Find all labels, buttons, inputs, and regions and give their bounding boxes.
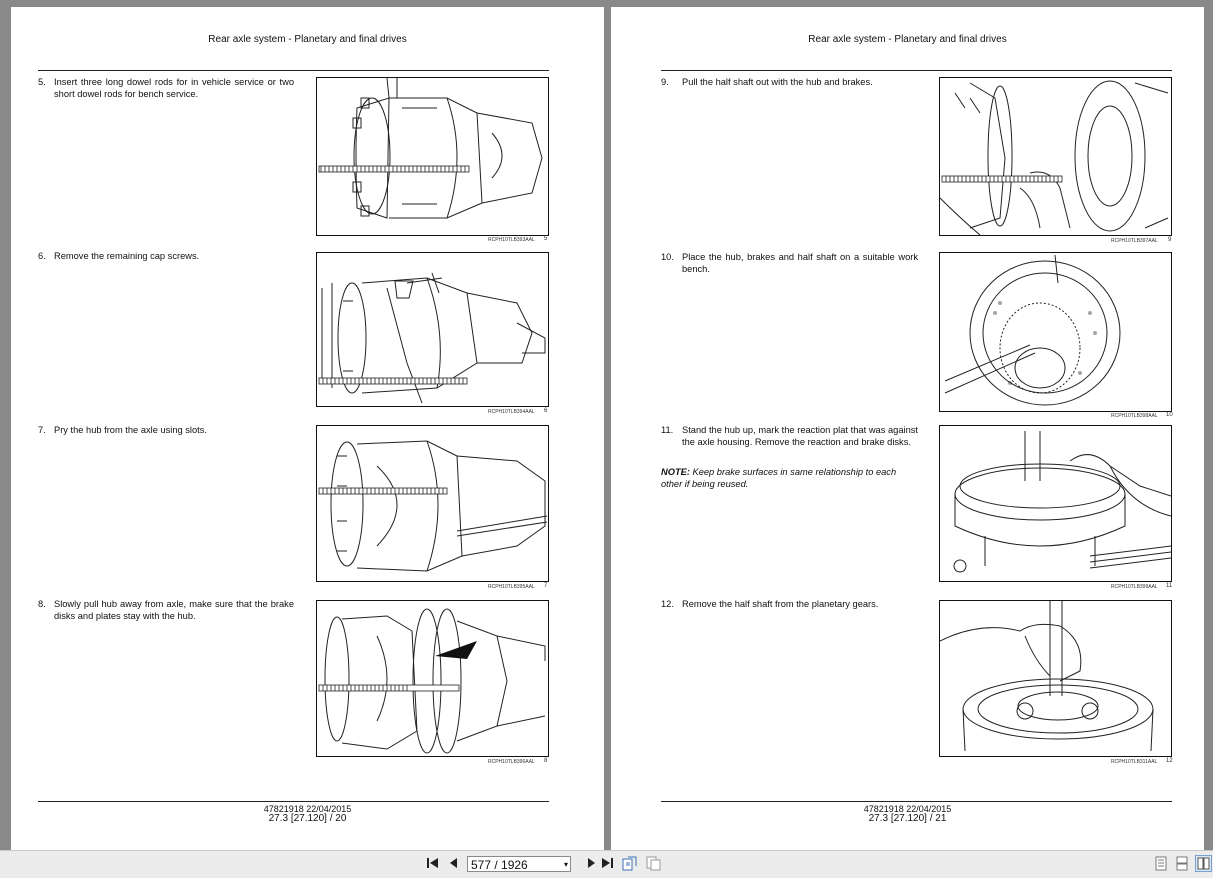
figure-number: 11 bbox=[1166, 583, 1173, 589]
step-text: Stand the hub up, mark the reaction plat… bbox=[682, 425, 918, 447]
figure-number: 12 bbox=[1166, 758, 1173, 764]
figure-5-illustration bbox=[316, 77, 549, 236]
footer-page-number: 27.3 [27.120] / 21 bbox=[868, 813, 947, 824]
step-text: Remove the half shaft from the planetary… bbox=[682, 599, 879, 609]
fit-page-icon[interactable] bbox=[646, 856, 662, 874]
navigation-toolbar: 577 / 1926 ▾ bbox=[0, 850, 1213, 878]
single-page-view-icon[interactable] bbox=[1155, 856, 1167, 874]
step-number: 5. bbox=[38, 77, 46, 87]
figure-id: RCPH10TLB397AAL bbox=[1111, 238, 1158, 244]
note-label: NOTE: bbox=[661, 467, 690, 477]
step-text: Remove the remaining cap screws. bbox=[54, 251, 200, 261]
figure-number: 6 bbox=[544, 408, 548, 414]
figure-9-illustration bbox=[939, 77, 1172, 236]
chevron-down-icon[interactable]: ▾ bbox=[563, 860, 568, 869]
document-page-right: Rear axle system - Planetary and final d… bbox=[611, 7, 1204, 850]
footer-rule bbox=[661, 801, 1172, 802]
figure-id: RCPH10TLB396AAL bbox=[488, 759, 535, 765]
page-header: Rear axle system - Planetary and final d… bbox=[808, 34, 1007, 45]
figure-number: 7 bbox=[544, 583, 548, 589]
step-number: 10. bbox=[661, 252, 674, 262]
footer: 47821918 22/04/2015 27.3 [27.120] / 21 bbox=[611, 804, 1204, 824]
note: NOTE: Keep brake surfaces in same relati… bbox=[661, 467, 918, 490]
figure-number: 8 bbox=[544, 758, 548, 764]
step-number: 9. bbox=[661, 77, 669, 87]
footer-rule bbox=[38, 801, 549, 802]
figure-id: RCPH10TLB395AAL bbox=[488, 584, 535, 590]
figure-number: 5 bbox=[544, 236, 548, 242]
footer-doc-number: 47821918 22/04/2015 bbox=[863, 804, 952, 814]
page-header: Rear axle system - Planetary and final d… bbox=[208, 34, 407, 45]
next-page-icon[interactable] bbox=[586, 857, 596, 872]
figure-number: 10 bbox=[1166, 412, 1173, 418]
step-number: 7. bbox=[38, 425, 46, 435]
header-rule bbox=[38, 70, 549, 71]
page-number-input[interactable]: 577 / 1926 ▾ bbox=[467, 856, 571, 872]
figure-10-illustration bbox=[939, 252, 1172, 412]
step-number: 8. bbox=[38, 599, 46, 609]
last-page-icon[interactable] bbox=[600, 857, 614, 872]
page-number-value: 577 / 1926 bbox=[471, 858, 528, 872]
figure-id: RCPH10TLB394AAL bbox=[488, 409, 535, 415]
rotate-page-icon[interactable] bbox=[622, 856, 638, 874]
figure-id: RCPH10TLB399AAL bbox=[1111, 584, 1158, 590]
footer-doc-number: 47821918 22/04/2015 bbox=[263, 804, 352, 814]
figure-number: 9 bbox=[1168, 237, 1172, 243]
continuous-view-icon[interactable] bbox=[1176, 856, 1188, 874]
header-rule bbox=[661, 70, 1172, 71]
figure-id: RCPH10TLB393AAL bbox=[488, 237, 535, 243]
step-text: Insert three long dowel rods for in vehi… bbox=[54, 77, 294, 99]
note-text: Keep brake surfaces in same relationship… bbox=[661, 467, 897, 489]
figure-8-illustration bbox=[316, 600, 549, 757]
previous-page-icon[interactable] bbox=[449, 857, 459, 872]
figure-id: RCPH10TLB311AAL bbox=[1111, 759, 1158, 765]
document-page-left: Rear axle system - Planetary and final d… bbox=[11, 7, 604, 850]
step-number: 6. bbox=[38, 251, 46, 261]
footer-page-number: 27.3 [27.120] / 20 bbox=[268, 813, 347, 824]
footer: 47821918 22/04/2015 27.3 [27.120] / 20 bbox=[11, 804, 604, 824]
step-text: Slowly pull hub away from axle, make sur… bbox=[54, 599, 294, 621]
step-text: Pry the hub from the axle using slots. bbox=[54, 425, 207, 435]
figure-7-illustration bbox=[316, 425, 549, 582]
step-number: 11. bbox=[661, 425, 674, 435]
step-number: 12. bbox=[661, 599, 674, 609]
step-text: Place the hub, brakes and half shaft on … bbox=[682, 252, 918, 274]
step-text: Pull the half shaft out with the hub and… bbox=[682, 77, 873, 87]
figure-id: RCPH10TLB398AAL bbox=[1111, 413, 1158, 419]
two-page-view-icon[interactable] bbox=[1195, 855, 1212, 875]
figure-6-illustration bbox=[316, 252, 549, 407]
first-page-icon[interactable] bbox=[426, 857, 440, 872]
figure-11-illustration bbox=[939, 425, 1172, 582]
figure-12-illustration bbox=[939, 600, 1172, 757]
